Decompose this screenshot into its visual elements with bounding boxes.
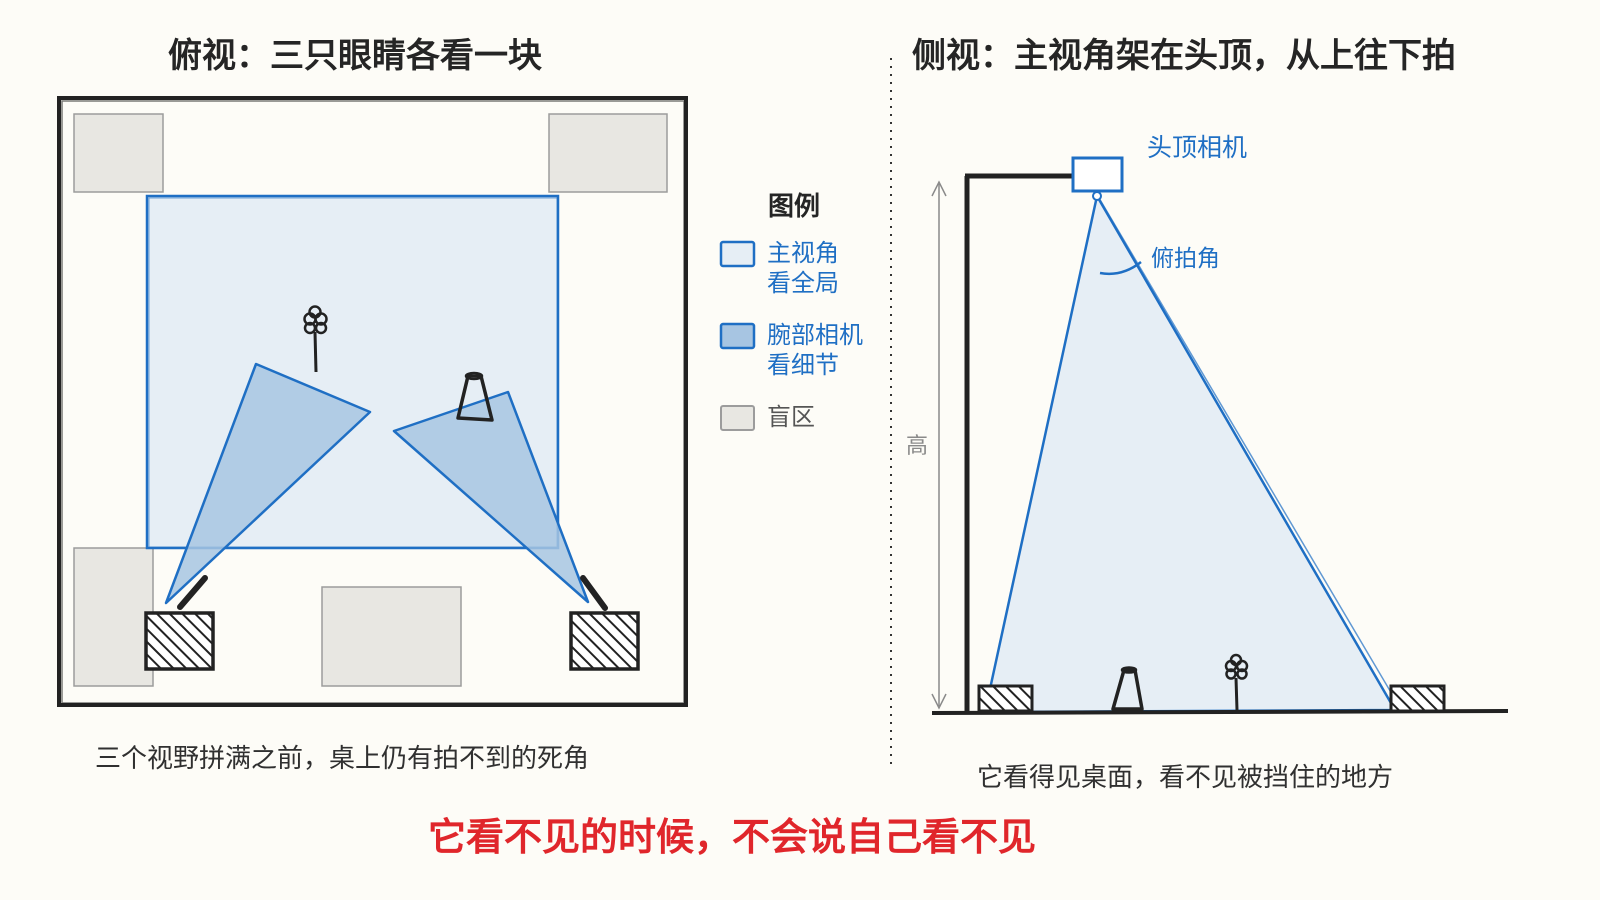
angle-arc [1099, 261, 1142, 276]
blind-zone-top-right [548, 113, 668, 193]
legend-item-wrist-line1: 腕部相机 [767, 321, 863, 349]
table-outline [57, 96, 688, 707]
legend-swatch-wrist [719, 322, 756, 350]
overhead-view-cone [983, 194, 1397, 714]
blind-zone-bottom-center [321, 586, 462, 687]
legend-swatches [719, 240, 756, 431]
legend-item-blind: 盲区 [767, 402, 815, 432]
left-arm-base [144, 611, 215, 671]
wrist-camera-left-view [164, 362, 372, 605]
side-plant-icon [1224, 653, 1249, 711]
top-view-caption: 三个视野拼满之前，桌上仍有拍不到的死角 [95, 744, 590, 774]
left-arm-icon [177, 575, 208, 610]
legend-item-main: 主视角 看全局 [767, 238, 839, 298]
blind-zone-top-left [73, 113, 164, 193]
height-arrow [931, 180, 947, 710]
side-view-caption: 它看得见桌面，看不见被挡住的地方 [977, 763, 1394, 793]
legend-item-main-line1: 主视角 [767, 239, 839, 267]
side-view-title: 侧视：主视角架在头顶，从上往下拍 [912, 36, 1456, 76]
top-view-title: 俯视：三只眼睛各看一块 [168, 36, 542, 76]
side-cup-icon [1111, 668, 1144, 711]
bottom-warning: 它看不见的时候，不会说自己看不见 [428, 815, 1037, 859]
legend-item-main-line2: 看全局 [767, 269, 839, 297]
angle-label: 俯拍角 [1151, 246, 1220, 272]
cup-icon [456, 374, 494, 422]
side-arm-base-left [977, 684, 1034, 713]
side-view-panel [931, 156, 1509, 715]
legend-swatch-main [719, 240, 756, 268]
plant-icon [303, 305, 328, 373]
right-arm-icon [580, 575, 608, 611]
legend-item-blind-line1: 盲区 [767, 403, 815, 431]
legend-swatch-blind [720, 405, 755, 431]
side-arm-base-right [1389, 684, 1446, 713]
height-label: 高 [906, 434, 929, 459]
overhead-camera-label: 头顶相机 [1147, 133, 1248, 162]
legend-item-wrist: 腕部相机 看细节 [767, 320, 863, 380]
legend-item-wrist-line2: 看细节 [767, 351, 839, 379]
legend-title: 图例 [768, 192, 821, 222]
top-view-panel [57, 96, 688, 707]
blind-zone-bottom-left [73, 547, 154, 687]
right-arm-base [569, 611, 640, 671]
overhead-camera-icon [1071, 156, 1124, 193]
wrist-camera-right-view [392, 390, 590, 604]
